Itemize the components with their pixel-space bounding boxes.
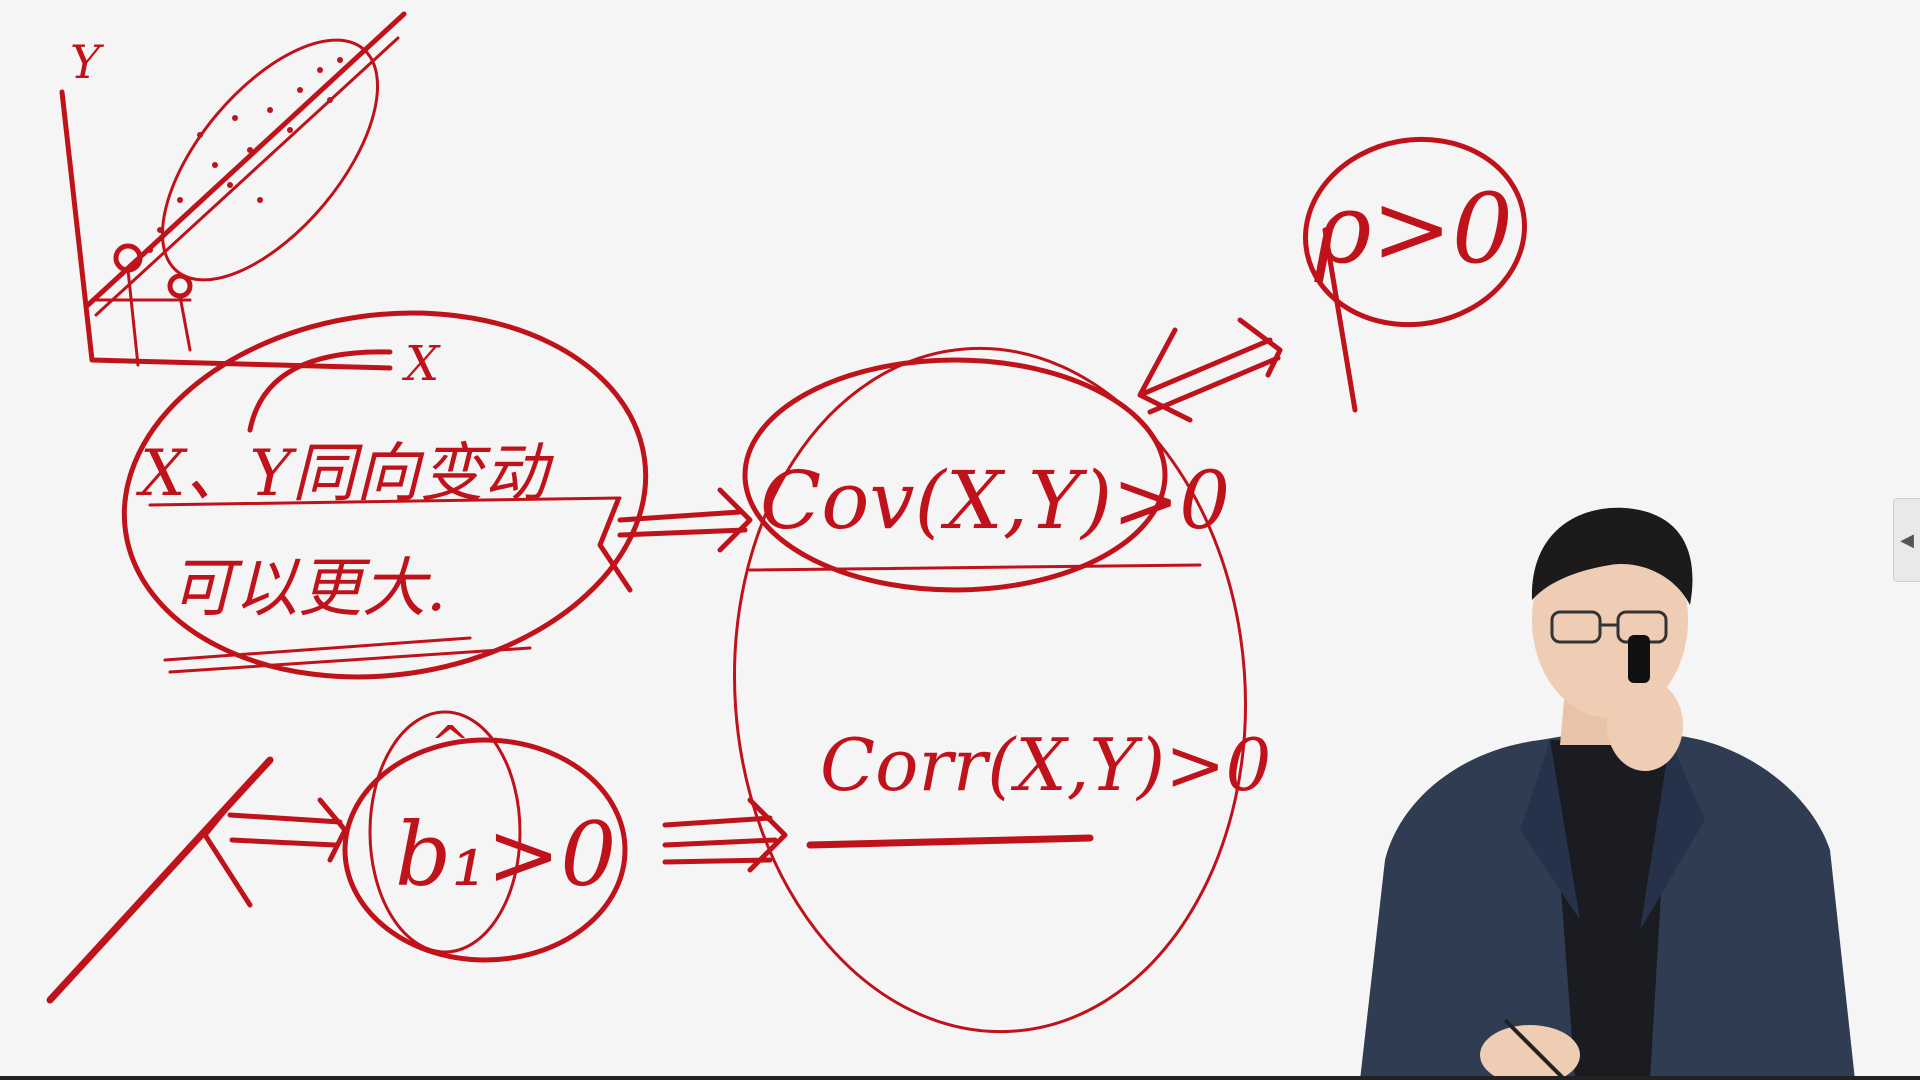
left-concept-group: X X、Y同向变动 可以更大.: [121, 310, 649, 680]
bottom-border: [0, 1076, 1920, 1080]
chevron-left-icon: ◀: [1900, 529, 1914, 550]
b1-ellipse: [342, 737, 628, 963]
rho-group: ρ>0: [1302, 136, 1528, 413]
y-axis-label: Y: [70, 35, 105, 89]
rho-text: ρ>0: [1314, 173, 1513, 285]
b1-text: b₁>0: [395, 803, 616, 906]
cov-underline: [748, 563, 1202, 572]
microphone: [1628, 635, 1650, 683]
left-ellipse-inner-stroke: [247, 349, 393, 433]
mean-point-marker: [167, 273, 193, 299]
shirt: [1550, 740, 1670, 1080]
x-label: X: [401, 336, 441, 392]
cov-ellipse: [742, 357, 1168, 593]
implies-arrow-1: [617, 487, 753, 553]
lower-hand: [1480, 1025, 1580, 1080]
center-concept-group: Cov(X,Y)>0 Corr(X,Y)>0: [733, 346, 1271, 1034]
point-cloud-ellipse: [160, 38, 380, 282]
cov-text: Cov(X,Y)>0: [760, 454, 1230, 547]
projection-lines: [90, 268, 192, 367]
underline-2: [163, 636, 532, 674]
side-panel-toggle[interactable]: ◀: [1893, 498, 1920, 582]
left-bracket: [597, 497, 633, 593]
corr-text: Corr(X,Y)>0: [820, 723, 1271, 807]
hair: [1531, 507, 1693, 605]
left-ellipse: [121, 310, 649, 680]
equivalence-arrow: [1137, 317, 1283, 423]
implies-arrow-2: [662, 797, 788, 873]
corr-underline: [806, 834, 1094, 849]
hat-symbol: ^: [430, 716, 470, 772]
rho-ellipse: [1302, 136, 1528, 328]
presenter-figure: [1360, 507, 1855, 1080]
graph-axes: [59, 89, 393, 371]
b1-inner-ellipse: [368, 710, 522, 954]
b1-group: ^ b₁>0: [342, 710, 628, 963]
hand: [1607, 679, 1683, 771]
regression-line-echo: [94, 36, 400, 317]
equivalence-arrow-2: [202, 789, 348, 908]
can-be-larger-text: 可以更大.: [170, 552, 446, 626]
underline-1: [148, 496, 622, 507]
big-center-ellipse: [733, 346, 1247, 1034]
scatter-graph-sketch: Y: [59, 11, 407, 371]
scatter-dots: [147, 57, 343, 253]
rho-stem: [1322, 227, 1358, 413]
